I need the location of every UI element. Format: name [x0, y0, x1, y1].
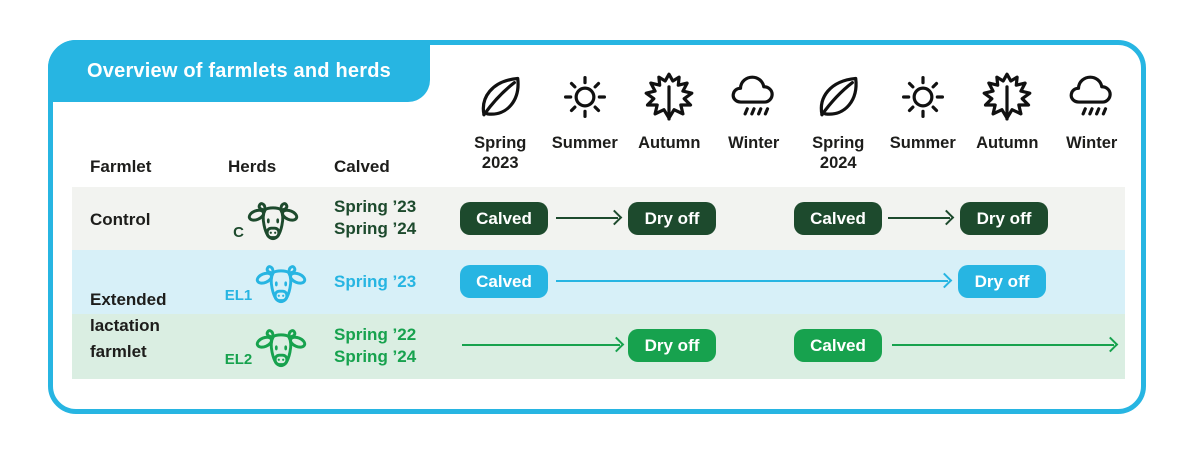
season-label: Autumn	[976, 134, 1039, 152]
season-label: Summer	[551, 134, 618, 152]
herd-tag: EL2	[224, 351, 253, 368]
season-label: Winter	[1066, 134, 1118, 152]
dry-off-badge: Dry off	[628, 329, 716, 362]
cow-icon	[255, 328, 307, 375]
season-label: Summer	[889, 134, 956, 152]
timeline-arrow	[888, 217, 950, 219]
sun-icon	[896, 70, 950, 124]
row-el2-background	[72, 314, 1125, 379]
cow-icon	[247, 201, 299, 248]
season-column-summer-2023: Summer	[543, 70, 628, 173]
dry-off-badge: Dry off	[958, 265, 1046, 298]
timeline-arrow	[556, 217, 618, 219]
farmlet-label-control: Control	[90, 210, 151, 229]
column-header-herds: Herds	[228, 157, 277, 176]
dry-off-badge: Dry off	[628, 202, 716, 235]
maple-leaf-icon	[642, 70, 696, 124]
calved-badge: Calved	[794, 329, 882, 362]
header-bar: Overview of farmlets and herds	[48, 40, 430, 102]
season-column-winter-2024: Winter	[1050, 70, 1135, 173]
maple-leaf-icon	[980, 70, 1034, 124]
rain-cloud-icon	[727, 70, 781, 124]
season-label: Winter	[728, 134, 780, 152]
herd-c: C	[214, 192, 318, 248]
leaf-icon	[811, 70, 865, 124]
farmlet-label-extended-lactation: Extended lactation farmlet	[90, 290, 167, 361]
herd-el1: EL1	[214, 255, 318, 311]
season-column-summer-2024: Summer	[881, 70, 966, 173]
rain-cloud-icon	[1065, 70, 1119, 124]
season-column-winter-2023: Winter	[712, 70, 797, 173]
timeline-arrow	[892, 344, 1114, 346]
sun-icon	[558, 70, 612, 124]
timeline-arrow	[556, 280, 948, 282]
leaf-icon	[473, 70, 527, 124]
calved-badge: Calved	[460, 265, 548, 298]
page-title: Overview of farmlets and herds	[87, 59, 391, 82]
herd-tag: C	[233, 224, 244, 241]
column-header-farmlet: Farmlet	[90, 157, 152, 176]
calved-dates-el1: Spring ’23	[334, 272, 417, 291]
season-label: Autumn	[638, 134, 701, 152]
calved-badge: Calved	[460, 202, 548, 235]
column-header-calved: Calved	[334, 157, 390, 176]
dry-off-badge: Dry off	[960, 202, 1048, 235]
herd-tag: EL1	[224, 287, 253, 304]
calved-dates-control: Spring ’23 Spring ’24	[334, 197, 417, 238]
calved-dates-el2: Spring ’22 Spring ’24	[334, 325, 417, 366]
season-column-autumn-2023: Autumn	[627, 70, 712, 173]
timeline-arrow	[462, 344, 620, 346]
season-column-autumn-2024: Autumn	[965, 70, 1050, 173]
herd-el2: EL2	[214, 319, 318, 375]
calved-badge: Calved	[794, 202, 882, 235]
cow-icon	[255, 264, 307, 311]
